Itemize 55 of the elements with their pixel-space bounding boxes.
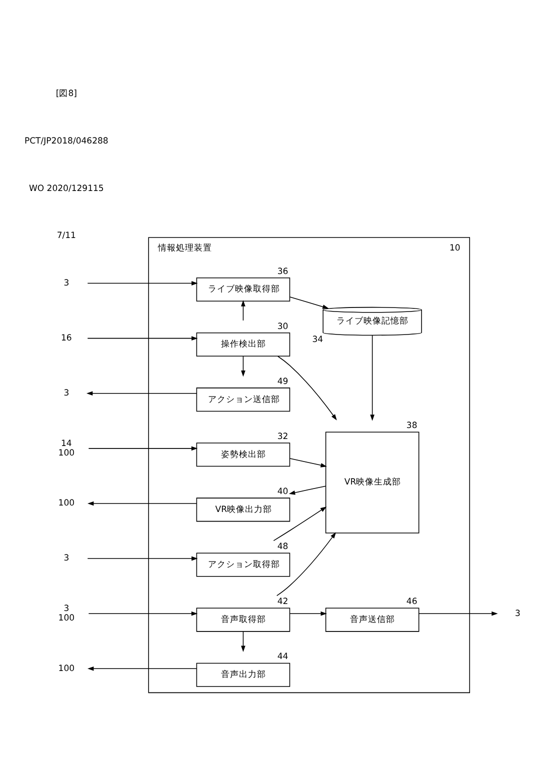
node-label: 32 xyxy=(277,431,288,442)
node-text: 3 xyxy=(64,553,70,564)
node-label: 44 xyxy=(277,652,288,662)
node-text: 3 100 xyxy=(58,604,75,623)
arrow xyxy=(87,336,198,340)
node-label: 34 xyxy=(312,334,324,345)
node-text: 3 xyxy=(515,608,520,618)
arrow xyxy=(88,500,197,506)
node-box: 音声送信部 xyxy=(325,607,420,632)
node-box: アクション取得部 xyxy=(196,552,290,576)
arrow xyxy=(241,630,246,652)
arrow xyxy=(86,390,197,396)
node-box: 音声取得部 xyxy=(196,607,290,632)
arrow xyxy=(88,610,198,616)
node-label: 48 xyxy=(277,542,288,552)
arrow xyxy=(276,532,336,596)
arrow xyxy=(241,300,246,320)
node-box: アクション送信部 xyxy=(196,387,290,412)
node-label: 30 xyxy=(277,321,288,332)
node-label: 36 xyxy=(277,266,288,276)
label: WO 2020/129115 xyxy=(28,183,104,194)
node-text: 100 xyxy=(58,498,75,508)
arrow xyxy=(290,296,329,308)
node-label: 49 xyxy=(277,376,288,386)
node-label: 38 xyxy=(406,420,418,431)
node-label: 46 xyxy=(406,596,418,607)
node-box: ライブ映像取得部 xyxy=(196,276,290,301)
node-box: VR映像生成部 xyxy=(325,431,420,533)
node-label: 42 xyxy=(277,596,288,607)
arrow xyxy=(87,556,198,560)
node-label: 10 xyxy=(449,243,460,254)
arrow xyxy=(88,446,198,450)
node-text: 14 100 xyxy=(58,438,75,458)
arrow xyxy=(290,458,327,467)
arrow xyxy=(370,334,374,420)
node-box: 操作検出部 xyxy=(196,332,290,356)
node-label: 40 xyxy=(277,486,288,497)
node-box: 音声出力部 xyxy=(196,662,290,686)
arrow xyxy=(273,506,327,541)
label: 7/11 xyxy=(56,230,76,241)
label: [図8] xyxy=(56,88,77,99)
label: PCT/JP2018/046288 xyxy=(24,136,108,146)
node-text: 16 xyxy=(60,332,72,343)
node-text: 3 xyxy=(64,278,70,288)
arrow xyxy=(418,610,498,616)
node-box: 姿勢検出部 xyxy=(196,442,290,466)
arrow xyxy=(288,485,326,494)
arrow xyxy=(241,355,246,376)
node-box: VR映像出力部 xyxy=(196,497,290,522)
arrow xyxy=(87,280,198,285)
arrow xyxy=(277,355,337,420)
node-text: 100 xyxy=(58,663,75,674)
arrow xyxy=(88,666,197,670)
node-text: 3 xyxy=(64,388,70,398)
arrow xyxy=(290,610,327,616)
